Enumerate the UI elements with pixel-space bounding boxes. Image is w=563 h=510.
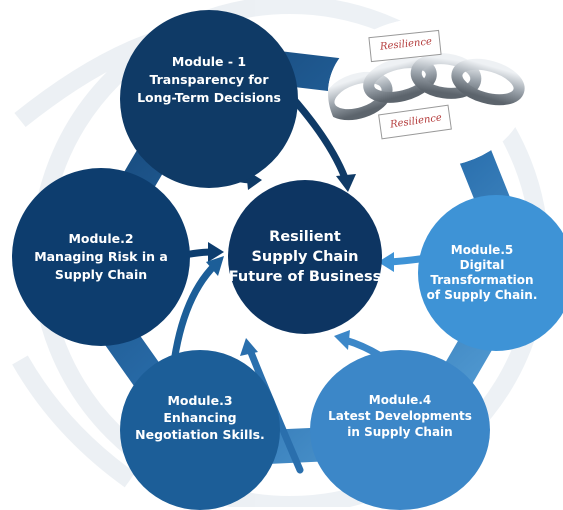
center-line-3: Future of Business <box>228 269 382 285</box>
module-5-line-4: of Supply Chain. <box>426 288 538 302</box>
chain-icon <box>328 18 526 168</box>
module-1-circle: Module - 1 Transparency for Long-Term De… <box>120 10 298 188</box>
arrowhead-m1b <box>336 174 356 192</box>
center-line-2: Supply Chain <box>251 249 359 265</box>
module-1-title: Module - 1 <box>171 54 247 69</box>
arrowhead-m2 <box>208 242 224 262</box>
arrowhead-m3 <box>206 256 224 276</box>
module-3-line-3: Negotiation Skills. <box>135 426 265 442</box>
module-4-line-3: in Supply Chain <box>347 425 453 439</box>
module-1-line-3: Long-Term Decisions <box>137 90 281 105</box>
module-2-line-2: Managing Risk in a <box>34 249 168 264</box>
module-5-circle: Module.5 Digital Transformation of Suppl… <box>418 195 563 351</box>
arrowheads <box>206 170 394 356</box>
module-5-line-2: Digital <box>459 258 505 272</box>
module-4-line-2: Latest Developments <box>328 409 472 423</box>
center-line-1: Resilient <box>269 229 341 245</box>
module-2-line-3: Supply Chain <box>54 267 148 282</box>
module-5-line-3: Transformation <box>430 273 534 287</box>
module-2-circle: Module.2 Managing Risk in a Supply Chain <box>12 168 190 346</box>
arrow-m1b <box>286 91 349 182</box>
module-4-circle: Module.4 Latest Developments in Supply C… <box>310 350 490 510</box>
arrowhead-m5 <box>378 252 394 272</box>
arrowhead-m4 <box>240 338 258 356</box>
module-5-title: Module.5 <box>450 243 514 257</box>
arrowhead-m4b <box>334 330 350 350</box>
module-2-title: Module.2 <box>68 231 134 246</box>
module-1-line-2: Transparency for <box>149 72 269 87</box>
module-3-title: Module.3 <box>167 392 233 408</box>
module-4-title: Module.4 <box>368 393 432 407</box>
chain-image: Resilience Resilience <box>328 18 526 168</box>
center-circle: Resilient Supply Chain Future of Busines… <box>228 180 382 334</box>
module-3-line-2: Enhancing <box>163 409 237 425</box>
module-3-circle: Module.3 Enhancing Negotiation Skills. <box>120 350 280 510</box>
